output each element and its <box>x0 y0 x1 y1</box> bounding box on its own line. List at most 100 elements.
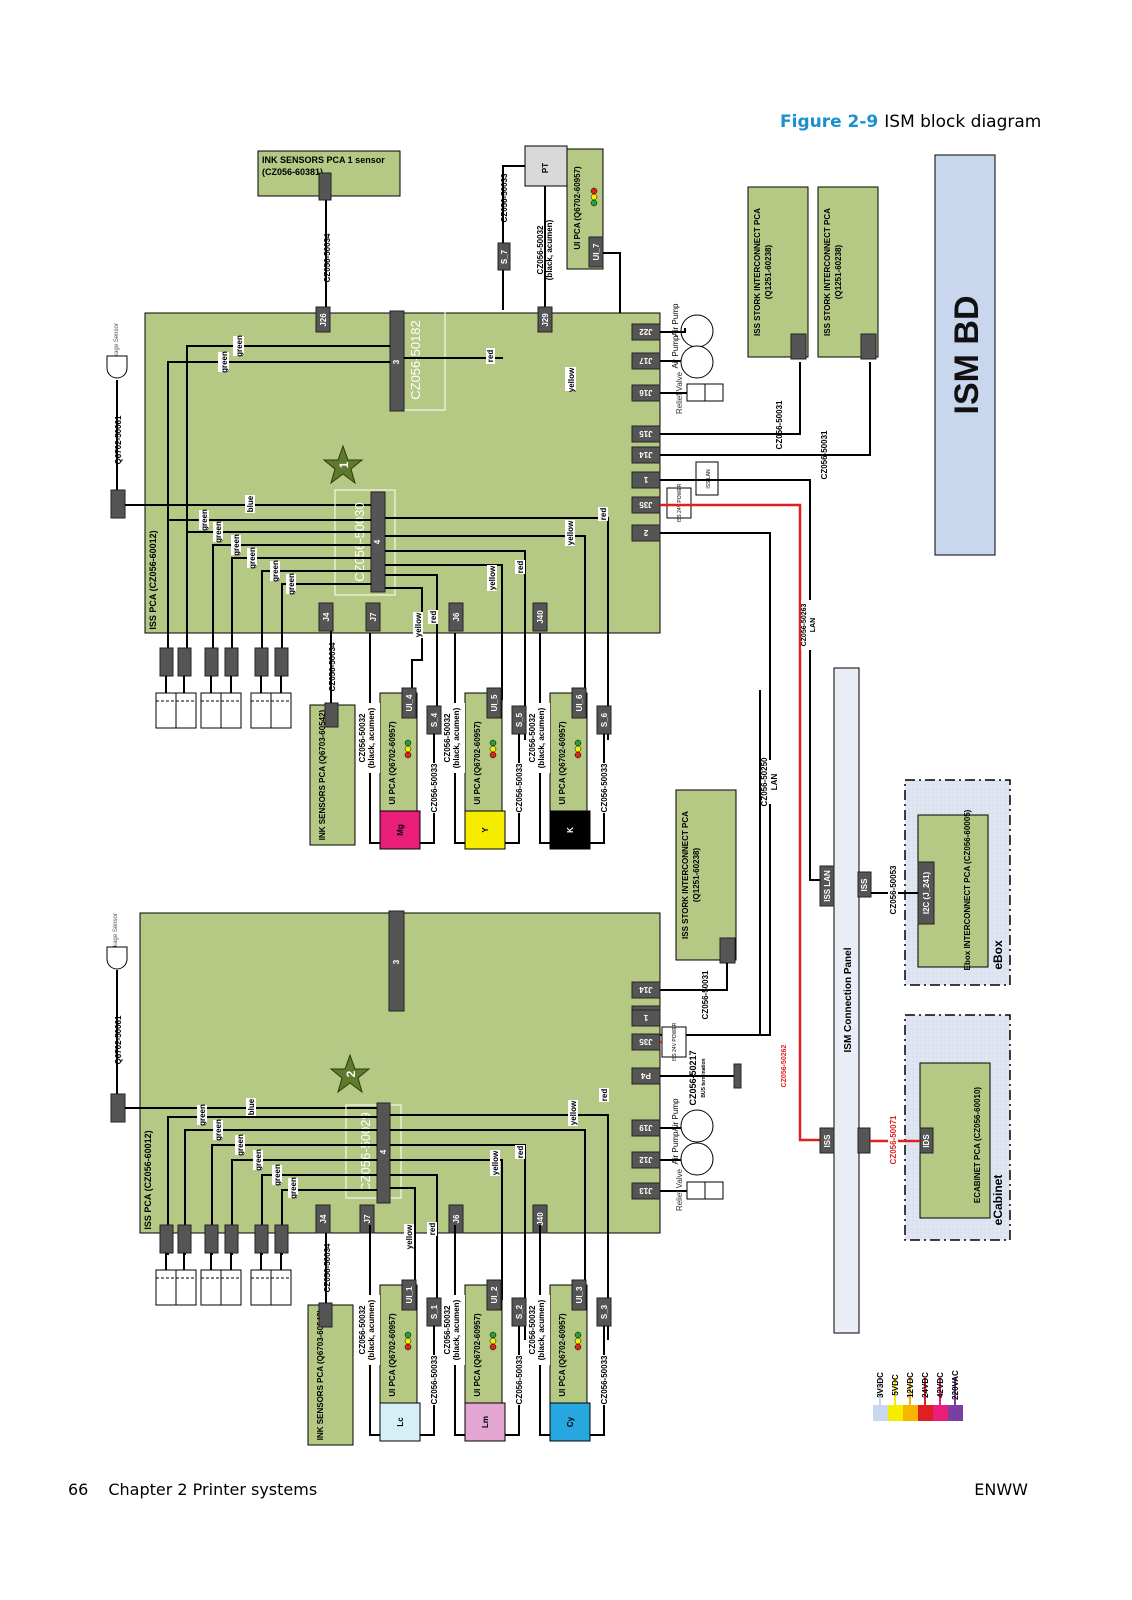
status-led <box>404 1331 412 1339</box>
wire-label: green <box>235 335 244 357</box>
cable-label: CZ056-50217 <box>688 1050 698 1105</box>
page-number: 66 <box>68 1480 89 1499</box>
connector-label: 3 <box>392 959 401 964</box>
air-pump-label: Air Pump <box>671 335 680 368</box>
wire-label: blue <box>247 1098 256 1115</box>
wire-label: yellow <box>414 612 423 637</box>
connector-label: J29 <box>541 313 550 327</box>
ink-cartridge-k <box>549 810 591 850</box>
connector-label: J6 <box>452 612 461 621</box>
ism-connection-panel <box>833 667 860 1334</box>
connector <box>110 489 126 519</box>
wire-label: green <box>273 1164 282 1186</box>
connector-label: J19 <box>639 1123 653 1132</box>
cable-label: CZ056-50029 <box>358 1112 373 1192</box>
status-led <box>404 745 412 753</box>
cable-label: CZ056-50263 <box>801 603 808 646</box>
connector-iss-2 <box>819 1127 835 1154</box>
wire-label: green <box>214 1119 223 1141</box>
slot-connector <box>254 1224 269 1254</box>
status-led <box>489 1337 497 1345</box>
connector-j29 <box>537 306 553 333</box>
air-pump-icon <box>680 1109 714 1143</box>
status-led-red <box>590 187 598 195</box>
cable-sublabel: (black, acumen) <box>452 1299 461 1360</box>
wire-label: green <box>271 560 280 582</box>
status-led-yellow <box>590 193 598 201</box>
connector-label: J35 <box>639 500 653 509</box>
stork-pca-label: ISS STORK INTERCONNECT PCA <box>681 811 690 939</box>
status-led <box>574 1343 582 1351</box>
wire-label: red <box>516 1146 525 1159</box>
connector-label: S_4 <box>430 712 439 727</box>
stork-pca-mid <box>675 789 737 961</box>
connector-ui_1 <box>401 1279 417 1311</box>
connector-j6 <box>448 602 464 632</box>
bus-termination-label: BUS termination <box>701 1058 707 1097</box>
connector-iss <box>857 871 872 898</box>
ink-sensor-pca-1-part: (CZ056-60381) <box>262 167 323 177</box>
connector-label: J14 <box>639 450 653 459</box>
chapter-title: Chapter 2 Printer systems <box>108 1480 318 1499</box>
ebox-label: eBox <box>991 940 1005 970</box>
connector-label: UI_7 <box>592 243 601 260</box>
ink-label: Mg <box>396 824 405 836</box>
ink-sensors-pca <box>309 704 356 846</box>
cable-label: CZ056-50034 <box>328 642 337 691</box>
cable-label: CZ056-50032 <box>528 713 537 762</box>
slot-connector <box>159 1224 174 1254</box>
connector <box>318 1302 333 1328</box>
ink-sensors-pca <box>307 1304 354 1446</box>
ink-sensors-pca-label: INK SENSORS PCA (Q6703-60542) <box>318 709 327 840</box>
connector-label: J26 <box>319 313 328 327</box>
cable-label: CZ056-50031 <box>775 400 784 449</box>
connector-label: IDS <box>922 1134 931 1148</box>
legend-swatch <box>933 1405 948 1421</box>
connector-3 <box>388 910 405 1012</box>
legend-label: 42VDC <box>936 1372 945 1398</box>
air-pump-icon <box>680 345 714 379</box>
slot-connector <box>159 647 174 677</box>
wire-label: green <box>198 1104 207 1126</box>
bus-terminator-icon <box>733 1063 742 1089</box>
cable-label: CZ056-50031 <box>820 430 829 479</box>
board1-wires <box>167 517 609 740</box>
ui-pca-label: UI PCA (Q6702-60957) <box>473 1313 482 1397</box>
wire-label: green <box>248 547 257 569</box>
connector-label: J40 <box>536 1212 545 1226</box>
ink-label: Lm <box>481 1416 490 1428</box>
footer-right: ENWW <box>974 1480 1028 1499</box>
connector <box>719 937 736 964</box>
wire-label: yellow <box>488 565 497 590</box>
stork-pca-label: ISS STORK INTERCONNECT PCA <box>753 208 762 336</box>
ui-pca-label: UI PCA (Q6702-60957) <box>573 166 582 250</box>
air-pump-label: Air Pump <box>671 303 680 336</box>
wire-label: red <box>486 350 495 363</box>
air-pump-icon <box>680 1142 714 1176</box>
connector-j14 <box>631 981 661 999</box>
wire-label: red <box>600 1089 609 1102</box>
slot-connector <box>204 647 219 677</box>
ink-label: Lc <box>396 1417 405 1427</box>
connector-label: S_6 <box>600 712 609 727</box>
connector-label: 4 <box>373 539 382 544</box>
connector-4 <box>370 491 386 593</box>
wire-label: green <box>254 1149 263 1171</box>
status-led <box>574 739 582 747</box>
ink-label: Y <box>481 827 490 833</box>
connector-label: 2 <box>643 528 648 537</box>
ink-sensor-pca-1-label: INK SENSORS PCA 1 sensor <box>262 155 385 165</box>
connector-label: J40 <box>536 610 545 624</box>
cable-label: CZ056-50182 <box>408 320 423 400</box>
connector-label: I2C (J_241) <box>922 872 931 915</box>
connector-label: UI_1 <box>405 1286 414 1303</box>
connector-ui_3 <box>571 1279 587 1311</box>
legend-swatch <box>918 1405 933 1421</box>
wire-label: green <box>236 1134 245 1156</box>
air-pump-label: Air Pump <box>671 1098 680 1131</box>
status-led <box>404 739 412 747</box>
legend-label: 5VDC <box>891 1374 900 1396</box>
connector-label: J22 <box>639 327 653 336</box>
star-number: 1 <box>337 461 351 468</box>
